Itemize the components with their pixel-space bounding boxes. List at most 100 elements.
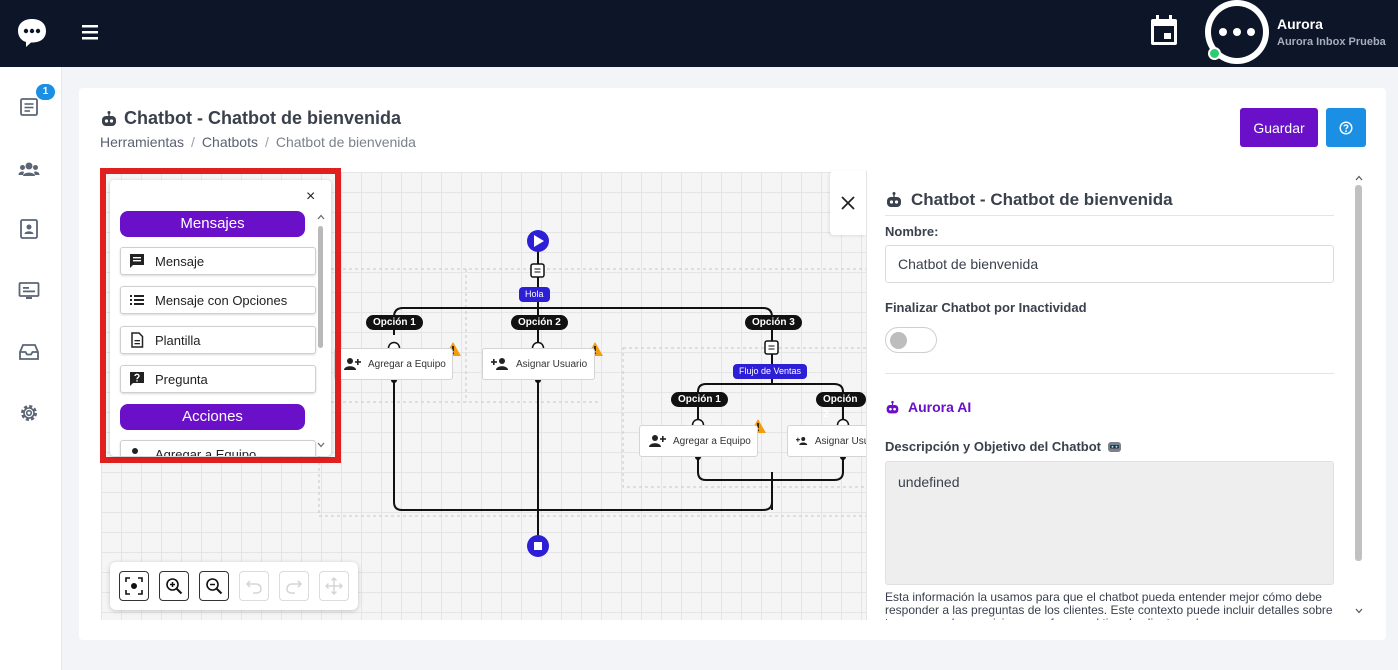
online-status-dot	[1208, 47, 1221, 60]
start-message-label[interactable]: Hola	[519, 287, 550, 302]
zoom-toolbar	[110, 562, 358, 610]
calendar-icon[interactable]	[1148, 14, 1180, 48]
flow-node-assign-user[interactable]: Asignar Usuario	[482, 348, 595, 380]
redo-icon	[286, 580, 303, 594]
notification-badge: 1	[36, 84, 55, 100]
help-button[interactable]	[1326, 108, 1366, 147]
divider	[885, 373, 1334, 374]
name-field[interactable]	[885, 245, 1334, 283]
user-name: Aurora	[1277, 16, 1323, 32]
aurora-ai-label: Aurora AI	[908, 399, 972, 415]
chat-logo-icon[interactable]	[16, 17, 48, 49]
robot-icon	[102, 110, 116, 126]
option-2-label[interactable]: Opción 2	[511, 315, 568, 330]
description-label: Descripción y Objetivo del Chatbot	[885, 439, 1122, 454]
zoom-in-button[interactable]	[159, 571, 189, 601]
palette-item-label: Mensaje con Opciones	[155, 292, 288, 308]
palette-close-button[interactable]: ×	[306, 188, 316, 205]
aurora-ai-heading: Aurora AI	[885, 399, 971, 415]
gear-icon[interactable]	[18, 402, 40, 424]
palette-item-label: Plantilla	[155, 332, 201, 348]
panel-close-button[interactable]	[830, 171, 866, 235]
document-icon	[131, 332, 144, 348]
palette-item-message[interactable]: Mensaje	[120, 247, 316, 275]
palette-section-messages: Mensajes	[120, 211, 305, 237]
option-3-label[interactable]: Opción 3	[745, 315, 802, 330]
option-1-label[interactable]: Opción 1	[366, 315, 423, 330]
settings-panel: Chatbot - Chatbot de bienvenida Nombre: …	[866, 171, 1366, 620]
palette-item-template[interactable]: Plantilla	[120, 326, 316, 354]
assign-user-icon	[491, 358, 508, 370]
close-icon	[841, 196, 855, 210]
add-team-icon	[344, 358, 361, 370]
palette-item-label: Agregar a Equipo	[155, 446, 257, 457]
panel-title: Chatbot - Chatbot de bienvenida	[885, 190, 1173, 210]
divider	[885, 215, 1334, 216]
move-icon	[325, 577, 343, 595]
breadcrumb-chatbots[interactable]: Chatbots	[201, 134, 258, 150]
page-title-text: Chatbot - Chatbot de bienvenida	[124, 108, 401, 128]
add-team-icon	[649, 435, 666, 447]
robot-icon	[887, 192, 901, 207]
message-icon	[130, 254, 144, 268]
add-team-icon	[132, 448, 138, 454]
undo-button[interactable]	[239, 571, 269, 601]
palette-item-message-options[interactable]: Mensaje con Opciones	[120, 286, 316, 314]
robot-icon	[886, 400, 899, 413]
panel-title-text: Chatbot - Chatbot de bienvenida	[911, 190, 1173, 209]
description-label-text: Descripción y Objetivo del Chatbot	[885, 439, 1101, 454]
palette-item-label: Pregunta	[155, 371, 208, 387]
monitor-icon[interactable]	[18, 280, 40, 302]
node-label: Agregar a Equipo	[673, 435, 751, 447]
redo-button[interactable]	[279, 571, 309, 601]
node-palette: × Mensajes Mensaje Mensaje con Opciones …	[110, 180, 331, 456]
scroll-down-icon[interactable]	[1355, 608, 1363, 614]
flow-connections	[318, 230, 866, 557]
top-bar: Aurora Aurora Inbox Prueba	[0, 0, 1398, 67]
palette-scrollbar[interactable]	[318, 226, 323, 348]
palette-item-question[interactable]: Pregunta	[120, 365, 316, 393]
inactivity-label: Finalizar Chatbot por Inactividad	[885, 300, 1087, 315]
scroll-up-icon[interactable]	[317, 214, 325, 220]
zoom-out-icon	[206, 578, 223, 595]
scroll-down-icon[interactable]	[317, 442, 325, 448]
document-icon[interactable]	[18, 96, 40, 118]
sub-option-2-label[interactable]: Opción 2	[816, 392, 866, 420]
page-title: Chatbot - Chatbot de bienvenida	[100, 108, 401, 129]
undo-icon	[245, 580, 262, 594]
breadcrumb-current: Chatbot de bienvenida	[275, 134, 416, 150]
inactivity-toggle[interactable]	[885, 327, 937, 353]
fit-view-icon	[125, 577, 143, 595]
robot-face-icon	[1107, 442, 1121, 452]
palette-highlight	[100, 168, 341, 463]
flow-node-add-team[interactable]: Agregar a Equipo	[334, 348, 453, 380]
node-label: Asignar Usuario	[516, 358, 588, 370]
sales-flow-label[interactable]: Flujo de Ventas	[733, 364, 808, 379]
inbox-icon[interactable]	[18, 341, 40, 363]
breadcrumb-tools[interactable]: Herramientas	[100, 134, 185, 150]
users-icon[interactable]	[18, 158, 40, 180]
flow-node-add-team-sub[interactable]: Agregar a Equipo	[639, 425, 758, 457]
node-label: Agregar a Equipo	[368, 358, 446, 370]
palette-section-actions: Acciones	[120, 404, 305, 430]
flow-node-assign-user-sub[interactable]: Asignar Usuario	[787, 425, 866, 457]
pan-button[interactable]	[319, 571, 349, 601]
assign-user-icon	[796, 437, 808, 445]
zoom-out-button[interactable]	[199, 571, 229, 601]
sub-option-1-label[interactable]: Opción 1	[671, 392, 728, 407]
description-help: Esta información la usamos para que el c…	[885, 590, 1333, 621]
description-field[interactable]: undefined	[885, 461, 1334, 585]
breadcrumb: Herramientas/Chatbots/Chatbot de bienven…	[100, 134, 416, 150]
list-icon	[130, 295, 144, 305]
zoom-in-icon	[166, 578, 183, 595]
palette-item-add-team[interactable]: Agregar a Equipo	[120, 440, 316, 456]
menu-icon[interactable]	[80, 22, 100, 42]
save-button[interactable]: Guardar	[1240, 108, 1318, 147]
scroll-up-icon[interactable]	[1355, 175, 1363, 181]
panel-scrollbar[interactable]	[1355, 185, 1362, 561]
question-icon	[130, 372, 144, 386]
contacts-icon[interactable]	[18, 218, 40, 240]
node-label: Asignar Usuario	[814, 435, 866, 447]
fit-view-button[interactable]	[119, 571, 149, 601]
palette-item-label: Mensaje	[155, 253, 205, 269]
